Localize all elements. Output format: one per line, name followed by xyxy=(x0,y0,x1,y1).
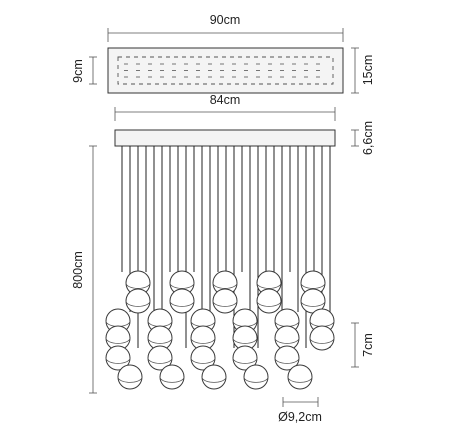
dim-canopy-width-label: 84cm xyxy=(210,93,241,107)
top-view-dashed-outline xyxy=(117,56,334,85)
dim-top-height-label: 15cm xyxy=(361,55,375,86)
dim-top-width-label: 90cm xyxy=(210,13,241,27)
top-view-plate xyxy=(107,47,344,94)
dim-top-depth-label: 9cm xyxy=(71,59,85,83)
dim-canopy-height: 6,6cm xyxy=(351,121,375,155)
dim-canopy-height-label: 6,6cm xyxy=(361,121,375,155)
pendant-globe xyxy=(159,364,185,390)
dim-globe-diameter-label: Ø9,2cm xyxy=(278,410,322,424)
pendant-globe-rim xyxy=(105,337,131,344)
pendant-globe-rim xyxy=(256,300,282,307)
pendant-globe-rim xyxy=(212,300,238,307)
pendant-globes xyxy=(105,270,335,390)
pendant-globe-rim xyxy=(274,337,300,344)
dim-top-height: 15cm xyxy=(351,47,375,94)
pendant-globe-rim xyxy=(147,337,173,344)
pendant-globe-rim xyxy=(274,357,300,364)
pendant-globe-rim xyxy=(190,357,216,364)
pendant-globe-rim xyxy=(201,376,227,383)
pendant-globe-rim xyxy=(256,282,282,289)
pendant-globe-rim xyxy=(232,337,258,344)
pendant-globe-rim xyxy=(300,282,326,289)
pendant-globe-rim xyxy=(190,337,216,344)
pendant-globe-rim xyxy=(125,282,151,289)
dim-overall-height: 800cm xyxy=(71,145,97,394)
top-view xyxy=(107,47,344,94)
pendant-globe-rim xyxy=(105,357,131,364)
pendant-globe xyxy=(256,288,282,314)
pendant-globe xyxy=(201,364,227,390)
pendant-globe-rim xyxy=(169,282,195,289)
pendant-globe xyxy=(117,364,143,390)
dim-canopy-width: 84cm xyxy=(114,93,336,121)
pendant-globe-rim xyxy=(287,376,313,383)
ceiling-canopy xyxy=(114,129,336,147)
pendant-globe xyxy=(169,288,195,314)
pendant-globe-rim xyxy=(117,376,143,383)
pendant-globe-rim xyxy=(159,376,185,383)
dim-top-width: 90cm xyxy=(107,13,344,42)
pendant-globe-rim xyxy=(147,357,173,364)
pendant-globe-rim xyxy=(300,300,326,307)
pendant-globe xyxy=(243,364,269,390)
pendant-globe xyxy=(125,288,151,314)
pendant-globe-rim xyxy=(212,282,238,289)
dim-globe-height-label: 7cm xyxy=(361,333,375,357)
pendant-globe-rim xyxy=(232,357,258,364)
dim-globe-height: 7cm xyxy=(351,322,375,368)
pendant-globe-rim xyxy=(309,337,335,344)
pendant-globe xyxy=(287,364,313,390)
top-view-dash-rows xyxy=(124,63,320,78)
dim-top-depth: 9cm xyxy=(71,56,97,85)
pendant-globe-rim xyxy=(243,376,269,383)
dim-globe-diameter: Ø9,2cm xyxy=(278,397,322,424)
dim-overall-height-label: 800cm xyxy=(71,251,85,289)
pendant-globe-rim xyxy=(125,300,151,307)
pendant-globe xyxy=(212,288,238,314)
pendant-globe xyxy=(309,325,335,351)
pendant-globe-rim xyxy=(169,300,195,307)
